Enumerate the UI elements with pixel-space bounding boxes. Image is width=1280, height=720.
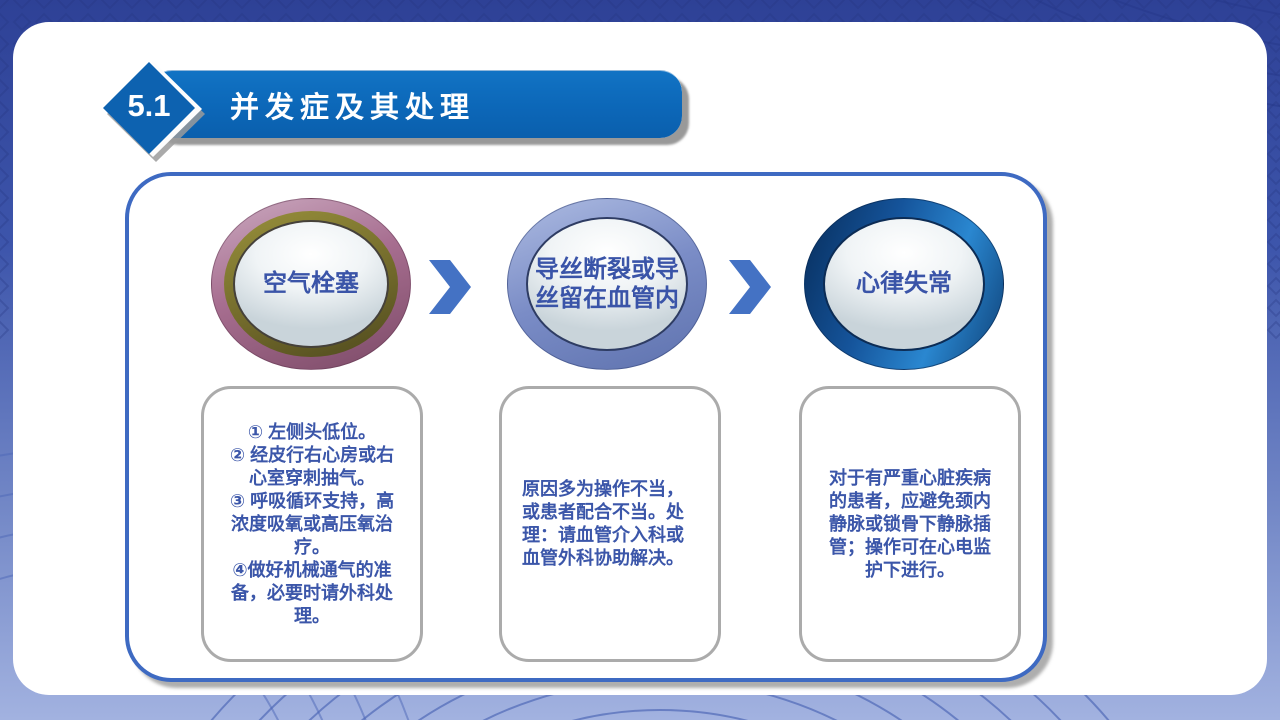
page-title: 并发症及其处理 — [230, 91, 476, 124]
note-box-guidewire: 原因多为操作不当，或患者配合不当。处理：请血管介入科或血管外科协助解决。 — [499, 386, 721, 662]
section-number: 5.1 — [127, 88, 171, 123]
circle-badge-arrhythmia: 心律失常 — [804, 198, 1004, 370]
note-box-arrhythmia: 对于有严重心脏疾病的患者，应避免颈内静脉或锁骨下静脉插管；操作可在心电监护下进行… — [799, 386, 1021, 662]
badge-face: 心律失常 — [823, 217, 985, 351]
diagram-panel: 空气栓塞 导丝断裂或导丝留在血管内 心律失常 — [125, 172, 1047, 682]
badge-face: 空气栓塞 — [233, 220, 389, 348]
section-number-diamond: 5.1 — [85, 52, 215, 172]
chevron-right-icon — [729, 260, 771, 314]
note-box-air-embolism: ① 左侧头低位。 ② 经皮行右心房或右心室穿刺抽气。 ③ 呼吸循环支持，高浓度吸… — [201, 386, 423, 662]
badge-label: 空气栓塞 — [263, 270, 359, 298]
chevron-right-icon — [429, 260, 471, 314]
circle-badge-air-embolism: 空气栓塞 — [211, 198, 411, 370]
circle-badge-guidewire: 导丝断裂或导丝留在血管内 — [507, 198, 707, 370]
badge-face: 导丝断裂或导丝留在血管内 — [526, 217, 688, 351]
badge-label: 心律失常 — [856, 270, 952, 298]
badge-label: 导丝断裂或导丝留在血管内 — [535, 255, 679, 312]
note-text: ① 左侧头低位。 ② 经皮行右心房或右心室穿刺抽气。 ③ 呼吸循环支持，高浓度吸… — [229, 421, 395, 626]
diamond-shape-icon — [103, 61, 205, 162]
note-text: 原因多为操作不当，或患者配合不当。处理：请血管介入科或血管外科协助解决。 — [522, 479, 684, 568]
note-text: 对于有严重心脏疾病的患者，应避免颈内静脉或锁骨下静脉插管；操作可在心电监护下进行… — [829, 467, 991, 580]
section-title-bar: 并发症及其处理 — [150, 70, 682, 138]
